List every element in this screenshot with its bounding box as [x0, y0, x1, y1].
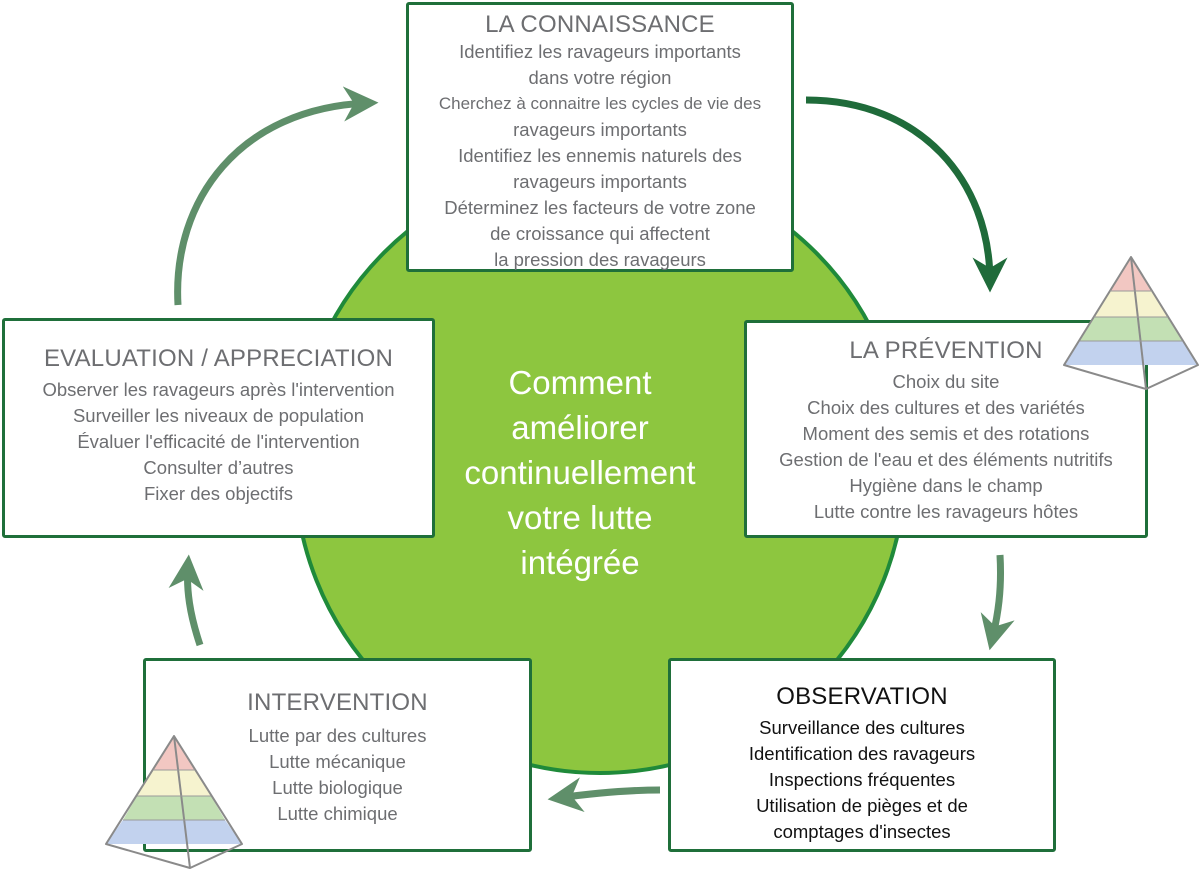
list-item: Observer les ravageurs après l'intervent…: [42, 379, 395, 400]
arrow-intervention-to-evaluation: [168, 554, 204, 647]
list-item: Consulter d’autres: [143, 457, 294, 478]
list-item: Moment des semis et des rotations: [802, 423, 1090, 444]
list-item: de croissance qui affectent: [490, 223, 710, 244]
center-question-line: continuellement: [464, 454, 696, 491]
list-item: Évaluer l'efficacité de l'intervention: [77, 431, 360, 452]
list-item: Hygiène dans le champ: [849, 475, 1043, 496]
center-question-line: Comment: [508, 364, 652, 401]
list-item: Identifiez les ravageurs importants: [459, 41, 741, 62]
observation-box: OBSERVATION Surveillance des cultures Id…: [668, 658, 1056, 852]
observation-title: OBSERVATION: [776, 683, 948, 710]
pyramid-icon: [1063, 256, 1199, 390]
list-item: Utilisation de pièges et de: [756, 795, 968, 816]
list-item: Surveiller les niveaux de population: [72, 405, 365, 426]
list-item: Identifiez les ennemis naturels des: [458, 145, 742, 166]
list-item: Choix du site: [892, 371, 1000, 392]
list-item: Lutte chimique: [277, 803, 398, 824]
arrow-prevention-to-observation: [980, 554, 1015, 651]
list-item: dans votre région: [528, 67, 672, 88]
list-item: Surveillance des cultures: [759, 717, 965, 738]
center-question-line: votre lutte: [507, 499, 653, 536]
center-question-line: intégrée: [520, 544, 640, 581]
list-item: Gestion de l'eau et des éléments nutriti…: [779, 449, 1113, 470]
connaissance-title: LA CONNAISSANCE: [485, 11, 715, 38]
center-question-line: améliorer: [511, 409, 649, 446]
intervention-list: Lutte par des cultures Lutte mécanique L…: [146, 723, 529, 827]
list-item: Fixer des objectifs: [143, 483, 294, 504]
list-item: Lutte contre les ravageurs hôtes: [813, 501, 1079, 522]
list-item: comptages d'insectes: [773, 821, 951, 842]
list-item: Cherchez à connaitre les cycles de vie d…: [438, 94, 762, 113]
list-item: la pression des ravageurs: [494, 249, 706, 270]
arrow-evaluation-to-connaissance: [174, 86, 379, 306]
prevention-title: LA PRÉVENTION: [849, 337, 1043, 364]
evaluation-title: EVALUATION / APPRECIATION: [43, 345, 394, 372]
arrow-connaissance-to-prevention: [805, 96, 1008, 293]
list-item: ravageurs importants: [513, 119, 687, 140]
list-item: Inspections fréquentes: [768, 769, 956, 790]
evaluation-list: Observer les ravageurs après l'intervent…: [5, 377, 432, 507]
prevention-list: Choix du site Choix des cultures et des …: [747, 369, 1145, 525]
center-question: Comment améliorer continuellement votre …: [430, 360, 730, 585]
list-item: Lutte par des cultures: [248, 725, 427, 746]
arrow-observation-to-intervention: [547, 777, 661, 813]
list-item: Choix des cultures et des variétés: [807, 397, 1085, 418]
list-item: Lutte mécanique: [269, 751, 406, 772]
observation-list: Surveillance des cultures Identification…: [671, 715, 1053, 845]
connaissance-list: Identifiez les ravageurs importants dans…: [409, 39, 791, 273]
list-item: Lutte biologique: [272, 777, 403, 798]
pyramid-icon: [105, 735, 243, 869]
evaluation-box: EVALUATION / APPRECIATION Observer les r…: [2, 318, 435, 538]
list-item: ravageurs importants: [513, 171, 687, 192]
connaissance-box: LA CONNAISSANCE Identifiez les ravageurs…: [406, 2, 794, 272]
list-item: Déterminez les facteurs de votre zone: [444, 197, 756, 218]
intervention-title: INTERVENTION: [247, 689, 428, 716]
list-item: Identification des ravageurs: [748, 743, 976, 764]
